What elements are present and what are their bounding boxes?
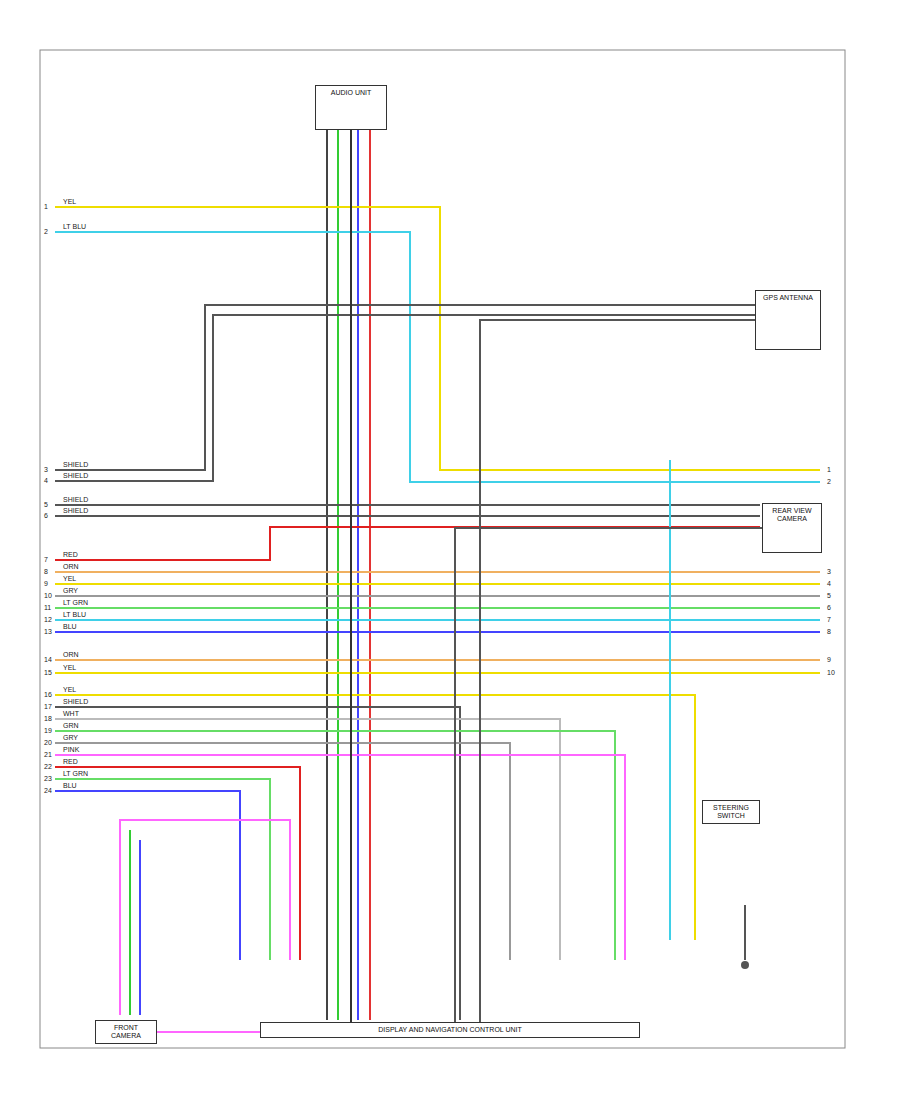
component-box: AUDIO UNIT	[315, 85, 387, 130]
component-box: FRONT CAMERA	[95, 1020, 157, 1044]
pin-number: 12	[43, 616, 53, 624]
wire-color: RED	[62, 758, 79, 766]
wire-color: RED	[62, 551, 79, 559]
pin-number: 4	[826, 580, 832, 588]
wire-color: YEL	[62, 686, 77, 694]
pin-number: 7	[43, 556, 49, 564]
pin-number: 23	[43, 775, 53, 783]
wire-color: BLU	[62, 782, 78, 790]
component-name: FRONT CAMERA	[99, 1024, 153, 1040]
pin-number: 16	[43, 691, 53, 699]
component-box: STEERING SWITCH	[702, 800, 760, 824]
wire-connector	[455, 528, 762, 1022]
wire-color: SHIELD	[62, 507, 89, 515]
wire-color: LT BLU	[62, 223, 87, 231]
component-name: STEERING SWITCH	[706, 804, 756, 820]
pin-number: 10	[826, 669, 836, 677]
wire-color: WHT	[62, 710, 80, 718]
pin-number: 10	[43, 592, 53, 600]
pin-number: 5	[826, 592, 832, 600]
wire-connector	[480, 320, 755, 1022]
pin-number: 14	[43, 656, 53, 664]
wire-color: GRY	[62, 587, 79, 595]
pin-number: 9	[43, 580, 49, 588]
wire-connector	[350, 130, 352, 1022]
wire-color: LT GRN	[62, 599, 89, 607]
pin-number: 8	[826, 628, 832, 636]
pin-number: 5	[43, 501, 49, 509]
wire-color: SHIELD	[62, 496, 89, 504]
wire-color: ORN	[62, 563, 80, 571]
pin-number: 4	[43, 477, 49, 485]
pin-number: 1	[826, 466, 832, 474]
pin-number: 15	[43, 669, 53, 677]
pin-number: 2	[826, 478, 832, 486]
component-name: REAR VIEW CAMERA	[766, 507, 818, 523]
pin-number: 20	[43, 739, 53, 747]
pin-number: 19	[43, 727, 53, 735]
wire-color: SHIELD	[62, 472, 89, 480]
pin-number: 7	[826, 616, 832, 624]
component-box: GPS ANTENNA	[755, 290, 821, 350]
component-box: DISPLAY AND NAVIGATION CONTROL UNIT	[260, 1022, 640, 1038]
component-name: GPS ANTENNA	[759, 294, 817, 302]
pin-number: 21	[43, 751, 53, 759]
pin-number: 2	[43, 228, 49, 236]
component-name: DISPLAY AND NAVIGATION CONTROL UNIT	[264, 1026, 636, 1034]
wire-color: YEL	[62, 664, 77, 672]
wire-color: PINK	[62, 746, 80, 754]
wire-color: GRY	[62, 734, 79, 742]
pin-number: 8	[43, 568, 49, 576]
pin-number: 6	[826, 604, 832, 612]
wire-color: GRN	[62, 722, 80, 730]
pin-number: 6	[43, 512, 49, 520]
wire-color: BLU	[62, 623, 78, 631]
pin-number: 13	[43, 628, 53, 636]
pin-number: 11	[43, 604, 52, 612]
pin-number: 1	[43, 203, 49, 211]
wire-color: SHIELD	[62, 698, 89, 706]
wire-color: YEL	[62, 198, 77, 206]
pin-number: 3	[826, 568, 832, 576]
pin-number: 9	[826, 656, 832, 664]
wire-color: YEL	[62, 575, 77, 583]
wire-color: LT BLU	[62, 611, 87, 619]
wire-connector	[157, 1031, 260, 1033]
wire-color: SHIELD	[62, 461, 89, 469]
pin-number: 24	[43, 787, 53, 795]
pin-number: 17	[43, 703, 53, 711]
wire-color: ORN	[62, 651, 80, 659]
pin-number: 22	[43, 763, 53, 771]
pin-number: 3	[43, 466, 49, 474]
component-name: AUDIO UNIT	[319, 89, 383, 97]
component-box: REAR VIEW CAMERA	[762, 503, 822, 553]
wire-color: LT GRN	[62, 770, 89, 778]
pin-number: 18	[43, 715, 53, 723]
